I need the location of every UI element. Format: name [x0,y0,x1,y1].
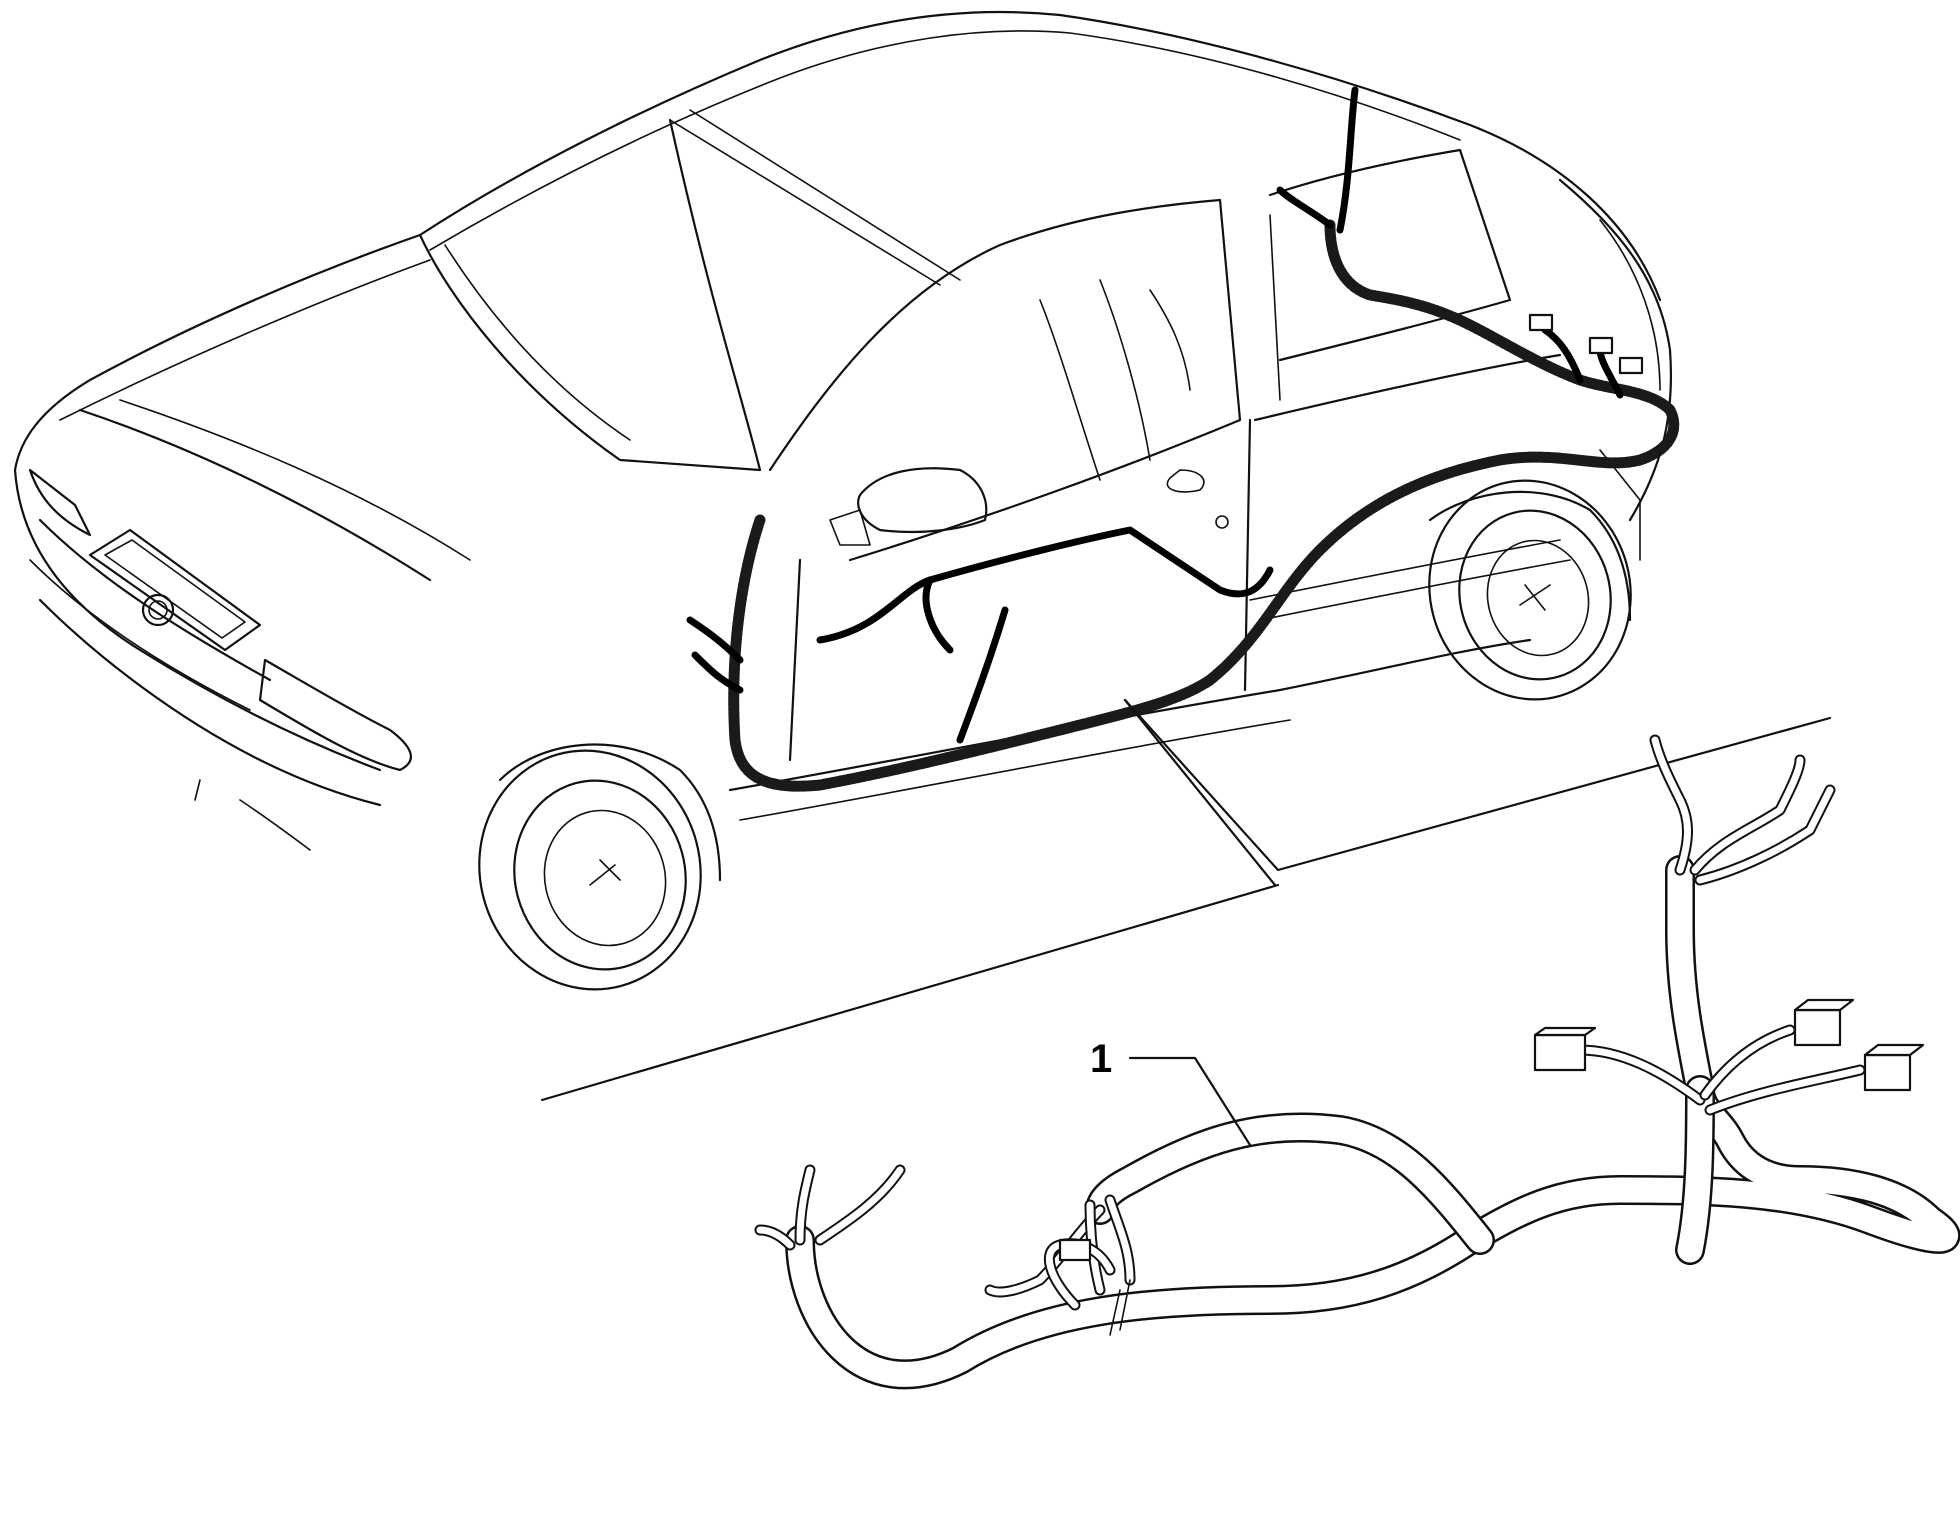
detail-callout-frame [540,698,1832,1102]
car-illustration [13,10,1673,991]
harness-on-car [686,86,1680,792]
callout-number: 1 [1090,1037,1112,1081]
callout-leader-line [1128,1056,1252,1147]
harness-detail: 1 [754,734,1960,1390]
